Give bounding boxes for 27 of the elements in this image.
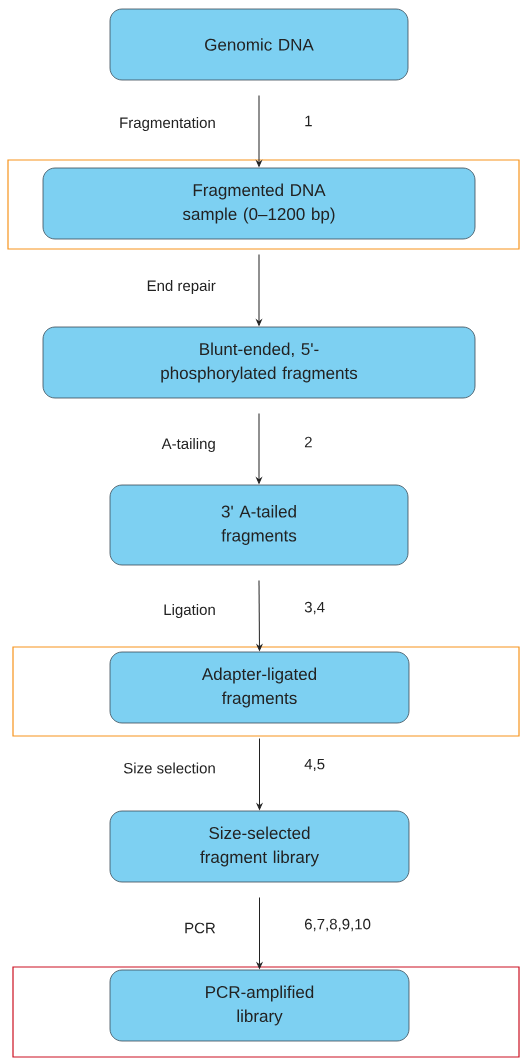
edge-label: End repair	[147, 280, 216, 294]
step-box: Genomic DNA	[109, 8, 409, 81]
step-box: Size-selected fragment library	[109, 810, 410, 883]
edge-label: Ligation	[164, 604, 215, 618]
edge-label: A-tailing	[161, 438, 215, 452]
arrow	[256, 737, 263, 810]
step-box: Blunt-ended, 5'- phosphorylated fragments	[42, 326, 476, 399]
edge-label: Size selection	[123, 762, 215, 774]
step-box: Adapter-ligated fragments	[109, 651, 410, 724]
arrow	[256, 253, 262, 326]
step-box: 3' A-tailed fragments	[109, 484, 409, 566]
arrow	[256, 412, 262, 484]
edge-label: Fragmentation	[120, 117, 215, 131]
step-box: Fragmented DNA sample (0–1200 bp)	[42, 167, 476, 240]
arrow	[256, 94, 262, 167]
edge-label: PCR	[185, 922, 216, 934]
highlight-frame	[12, 646, 520, 737]
highlight-frame	[12, 966, 520, 1058]
highlight-frame	[7, 159, 520, 250]
step-box: PCR-amplified library	[109, 969, 410, 1042]
step-number: 2	[304, 436, 312, 448]
arrow	[256, 896, 263, 969]
arrow	[256, 579, 263, 651]
step-number: 6,7,8,9,10	[304, 918, 371, 932]
step-number: 3,4	[304, 601, 325, 615]
step-number: 4,5	[304, 758, 325, 772]
step-number: 1	[305, 115, 312, 127]
